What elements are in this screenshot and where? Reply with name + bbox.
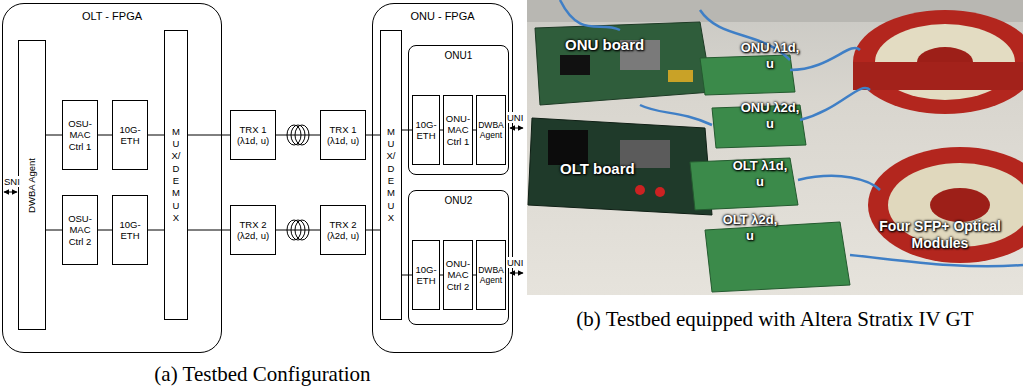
agent-box: DWBA Agent xyxy=(476,240,506,310)
connector-line xyxy=(276,135,320,136)
mac-box: ONU-MAC Ctrl 1 xyxy=(443,95,473,165)
transceiver-box: TRX 1 (λ1d, u) xyxy=(230,110,276,160)
fpga-box: ONU - FPGAMUX/DEMUXONU110G-ETHONU-MAC Ct… xyxy=(372,3,513,353)
connector-line xyxy=(148,135,164,136)
connector-line xyxy=(402,130,412,131)
box-label: MUX/DEMUX xyxy=(171,126,181,225)
connector-line xyxy=(98,230,112,231)
box-label: 10G-ETH xyxy=(113,219,147,242)
interface-label: UNI xyxy=(506,112,524,123)
box-label: TRX 2 (λ2d, u) xyxy=(231,219,275,242)
connector-line xyxy=(46,230,62,231)
transceiver-box: TRX 2 (λ2d, u) xyxy=(230,205,276,255)
agent-box: DWBA Agent xyxy=(476,95,506,165)
box-title: ONU2 xyxy=(409,195,508,207)
box-label: DWBA Agent xyxy=(26,158,37,213)
ethernet-box: 10G-ETH xyxy=(112,100,148,170)
box-label: TRX 1 (λ1d, u) xyxy=(321,124,365,147)
box-title: ONU - FPGA xyxy=(373,10,512,23)
connector-line xyxy=(366,135,380,136)
onu-box: ONU1 10G-ETHONU-MAC Ctrl 1DWBA Agent xyxy=(408,45,509,175)
connector-line xyxy=(148,230,164,231)
photo xyxy=(527,0,1023,295)
photo-label: Four SFP+ Optical Modules xyxy=(865,218,1015,252)
mux-box: MUX/DEMUX xyxy=(164,30,188,320)
figure-caption: (b) Testbed equipped with Altera Stratix… xyxy=(575,302,975,336)
mac-box: ONU-MAC Ctrl 2 xyxy=(443,240,473,310)
interface-label: UNI xyxy=(506,257,524,268)
mux-box: MUX/DEMUX xyxy=(380,30,402,320)
ethernet-box: 10G-ETH xyxy=(412,95,440,165)
box-label: TRX 2 (λ2d, u) xyxy=(321,219,365,242)
onu-box: ONU2 10G-ETHONU-MAC Ctrl 2DWBA Agent xyxy=(408,190,509,325)
box-label: OSU-MAC Ctrl 2 xyxy=(63,213,97,247)
photo-label: ONU λ2d, u xyxy=(738,100,802,131)
box-title: ONU1 xyxy=(409,50,508,62)
box-label: TRX 1 (λ1d, u) xyxy=(231,124,275,147)
box-label: 10G-ETH xyxy=(413,119,439,142)
photo-label: ONU λ1d, u xyxy=(738,40,802,71)
transceiver-box: TRX 1 (λ1d, u) xyxy=(320,110,366,160)
connector-line xyxy=(46,135,62,136)
connector-line xyxy=(188,230,230,231)
box-label: 10G-ETH xyxy=(413,264,439,287)
transceiver-box: TRX 2 (λ2d, u) xyxy=(320,205,366,255)
box-label: DWBA Agent xyxy=(477,265,505,286)
box-label: ONU-MAC Ctrl 2 xyxy=(444,258,472,292)
box-label: DWBA Agent xyxy=(477,120,505,141)
mac-box: OSU-MAC Ctrl 1 xyxy=(62,100,98,170)
photo-label: OLT λ2d, u xyxy=(718,212,782,243)
connector-line xyxy=(188,135,230,136)
interface-label: SNI xyxy=(3,176,21,187)
fpga-box: OLT - FPGA DWBA Agent OSU-MAC Ctrl 1 10G-ET… xyxy=(2,3,222,353)
photo-label: OLT λ1d, u xyxy=(728,158,792,189)
box-label: 10G-ETH xyxy=(113,124,147,147)
mac-box: OSU-MAC Ctrl 2 xyxy=(62,195,98,265)
ethernet-box: 10G-ETH xyxy=(412,240,440,310)
connector-line xyxy=(402,275,412,276)
photo-label: OLT board xyxy=(560,160,670,178)
fiber-coil xyxy=(287,125,309,240)
box-label: MUX/DEMUX xyxy=(386,126,396,225)
agent-box: DWBA Agent xyxy=(18,40,46,330)
connector-line xyxy=(276,230,320,231)
box-title: OLT - FPGA xyxy=(3,10,221,23)
photo-label: ONU board xyxy=(565,36,675,54)
box-label: ONU-MAC Ctrl 1 xyxy=(444,113,472,147)
ethernet-box: 10G-ETH xyxy=(112,195,148,265)
box-label: OSU-MAC Ctrl 1 xyxy=(63,118,97,152)
figure-caption: (a) Testbed Configuration xyxy=(0,362,525,387)
connector-line xyxy=(98,135,112,136)
connector-line xyxy=(366,230,380,231)
